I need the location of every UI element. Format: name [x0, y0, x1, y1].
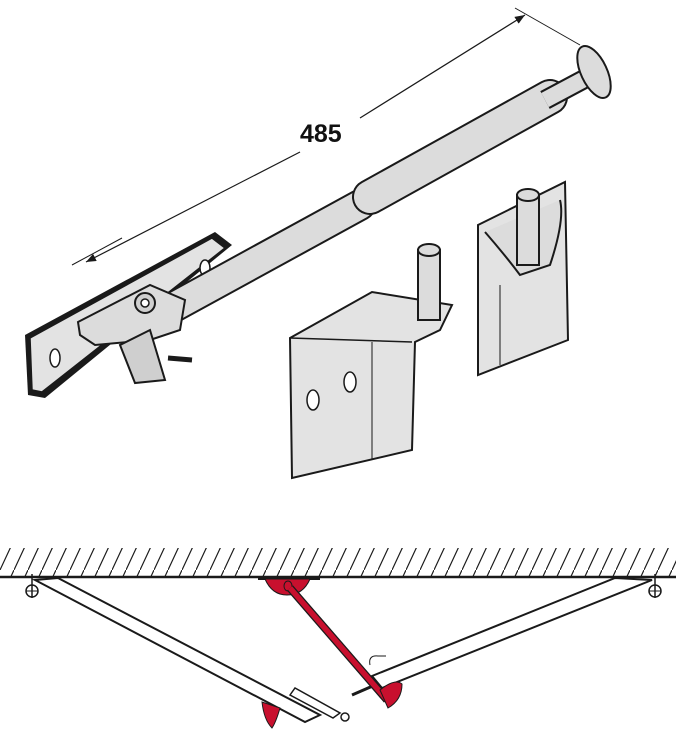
- stay-arm: [25, 45, 612, 398]
- frame-bracket: [288, 243, 454, 480]
- wall-hatching: [0, 548, 676, 578]
- dimension-line: 485: [71, 7, 581, 266]
- installation-schematic: [0, 548, 676, 729]
- sash-bracket: [477, 180, 570, 377]
- dimension-label: 485: [300, 120, 342, 148]
